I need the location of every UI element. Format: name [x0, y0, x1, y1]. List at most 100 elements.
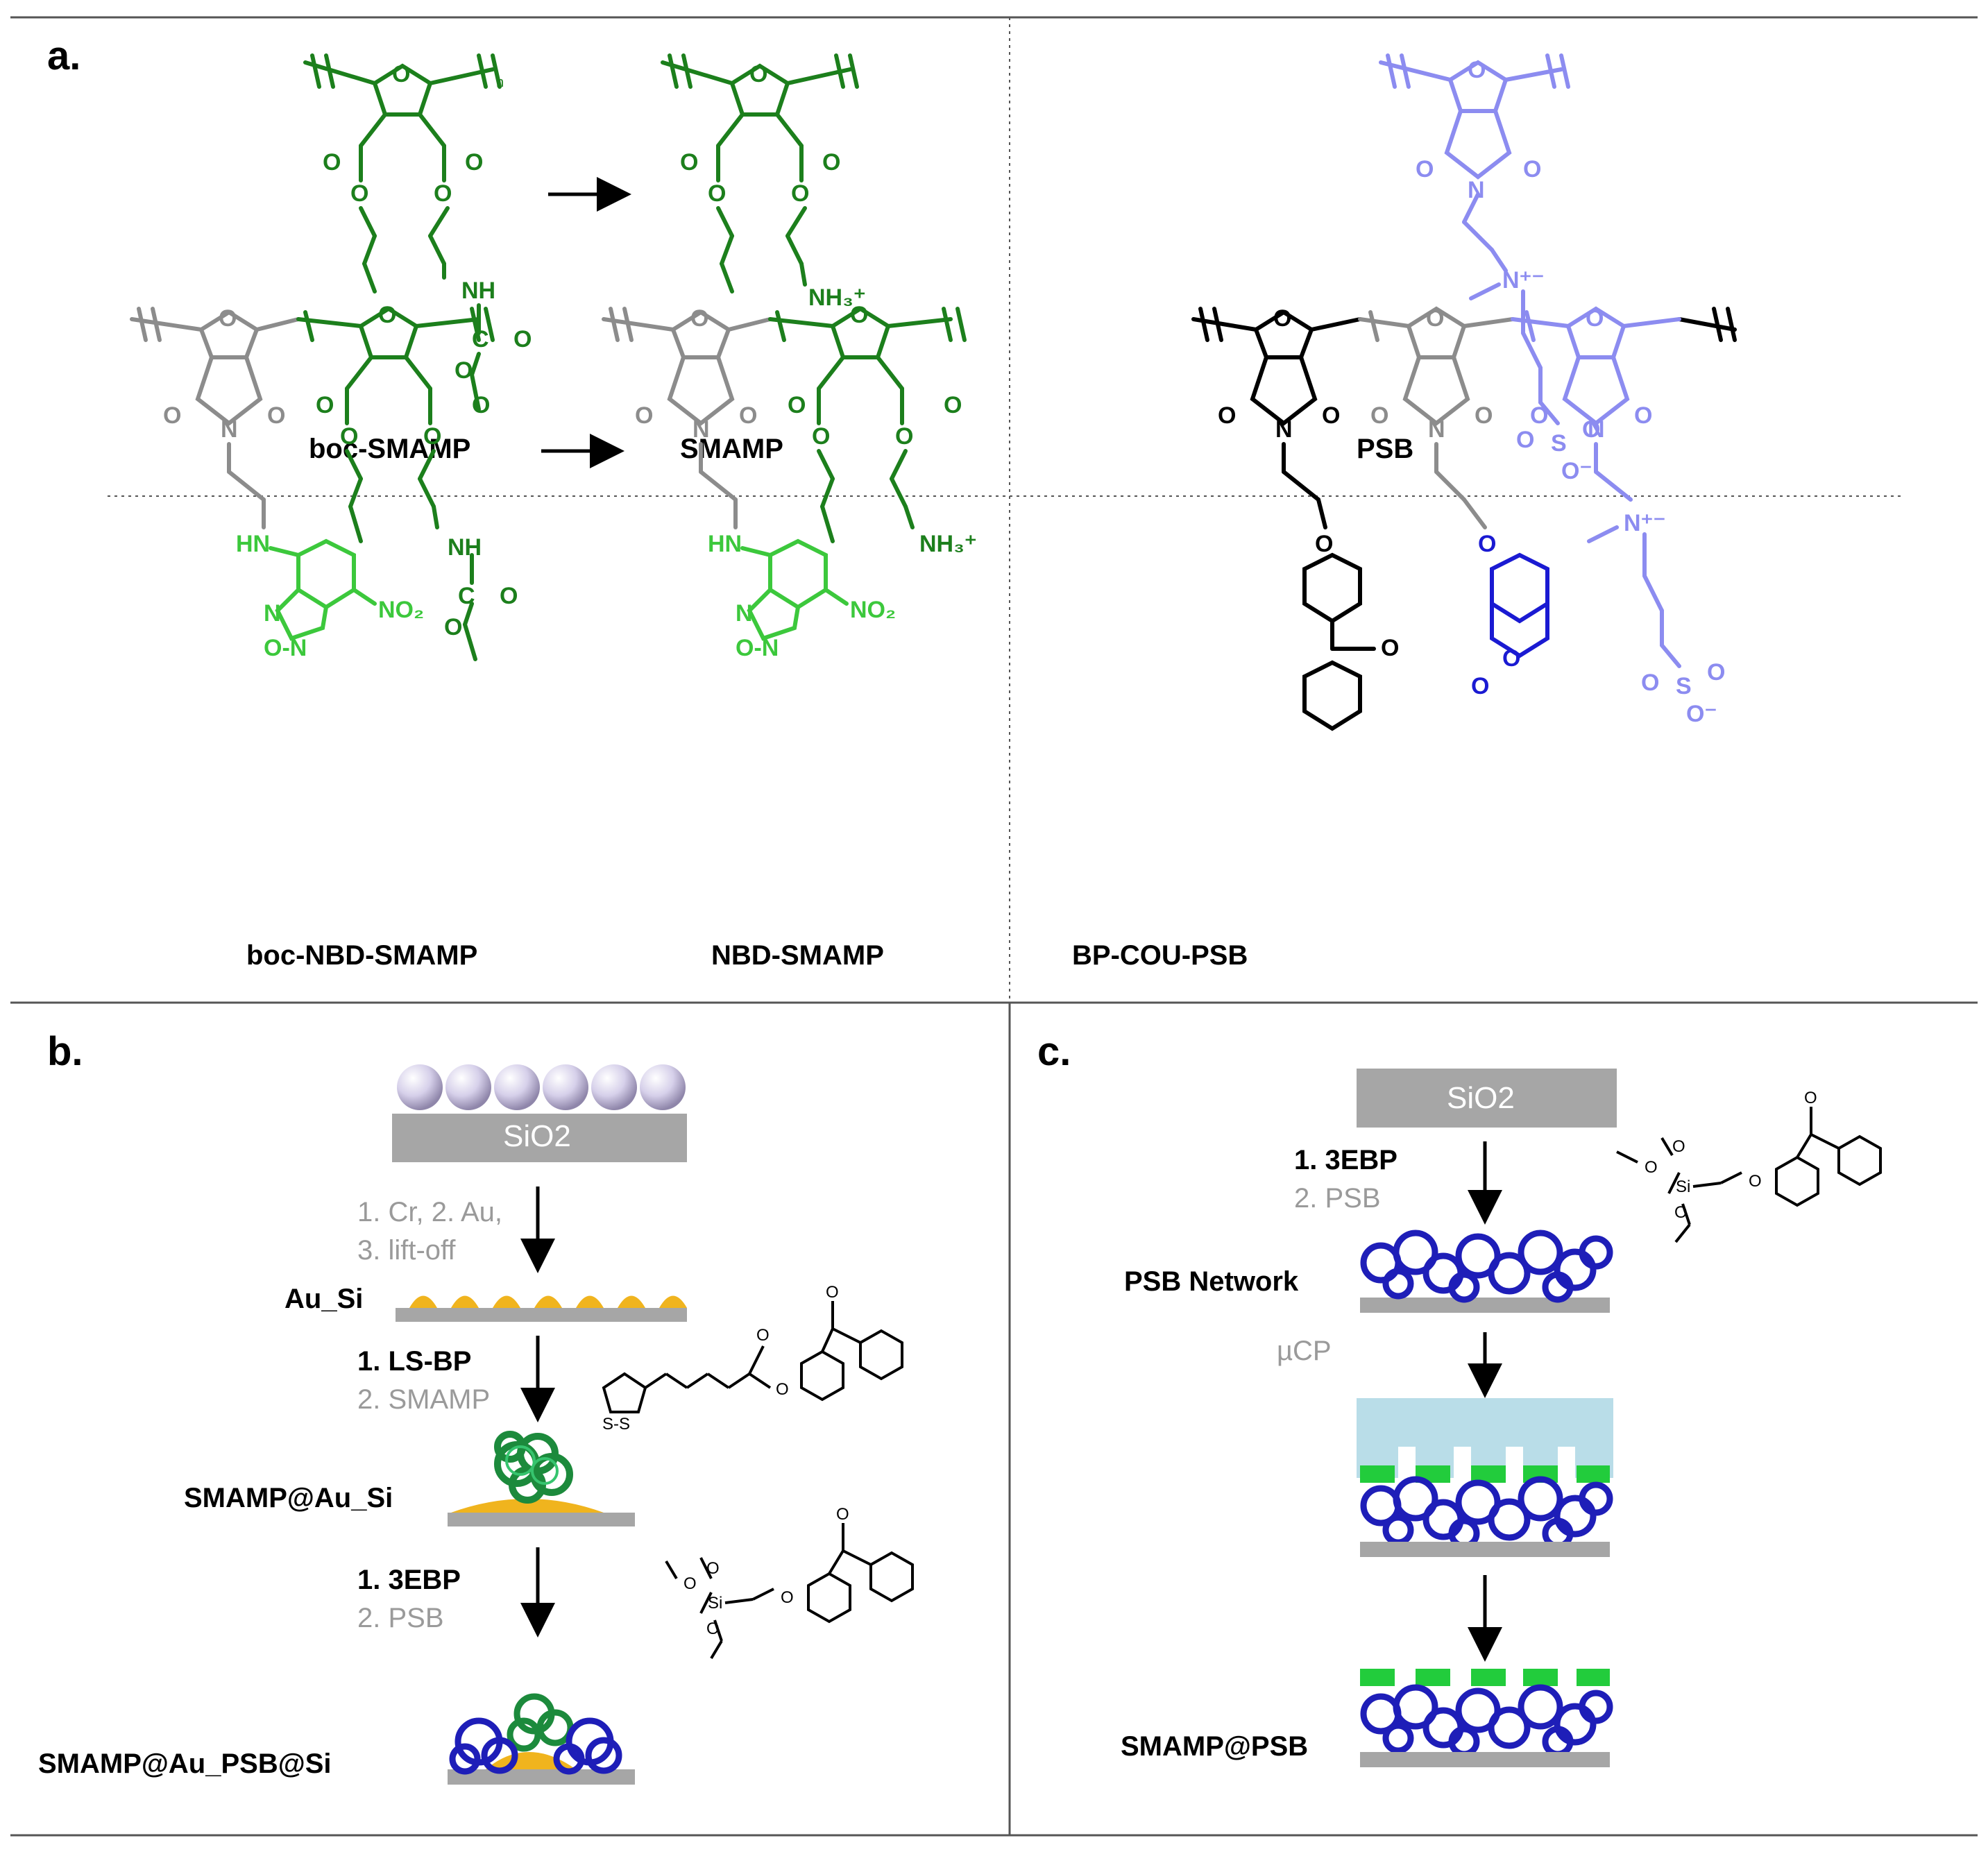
svg-text:O⁻: O⁻	[1561, 458, 1592, 484]
psb-label: PSB	[1357, 434, 1413, 464]
svg-text:O-N: O-N	[736, 635, 779, 661]
svg-text:O: O	[340, 423, 358, 450]
step-b-1-line1: 1. Cr, 2. Au,	[357, 1197, 502, 1227]
n-subscript: n	[496, 75, 504, 90]
svg-text:NH: NH	[448, 534, 482, 561]
svg-text:O: O	[267, 402, 285, 429]
svg-text:N: N	[736, 600, 753, 627]
svg-text:O: O	[1416, 156, 1434, 182]
svg-text:O: O	[163, 402, 181, 429]
svg-text:O: O	[635, 402, 653, 429]
svg-text:O: O	[708, 180, 726, 207]
svg-text:Si: Si	[1676, 1177, 1690, 1196]
svg-text:O: O	[822, 149, 840, 176]
psb-structure	[1379, 53, 1570, 425]
svg-text:O: O	[944, 392, 962, 418]
boc-smamp-label: boc-SMAMP	[309, 434, 470, 464]
sio2-label-b: SiO2	[503, 1119, 571, 1153]
boc-nbd-smamp-structure	[130, 306, 495, 661]
svg-text:O: O	[706, 1559, 720, 1578]
svg-text:O: O	[756, 1326, 770, 1345]
svg-text:O: O	[316, 392, 334, 418]
svg-text:O: O	[1218, 402, 1236, 429]
svg-text:O: O	[1634, 402, 1652, 429]
svg-text:C: C	[458, 583, 475, 609]
step-b-3-line1: 1. 3EBP	[357, 1565, 461, 1595]
svg-text:O: O	[1468, 57, 1486, 83]
svg-text:O: O	[1516, 427, 1534, 453]
panel-c-letter: c.	[1037, 1029, 1071, 1074]
3ebp-structure-b	[665, 1523, 914, 1660]
sio2-label-c: SiO2	[1447, 1081, 1515, 1115]
panel-b-letter: b.	[47, 1029, 83, 1074]
bp-cou-psb-label: BP-COU-PSB	[1072, 940, 1248, 971]
svg-text:HN: HN	[236, 531, 270, 557]
smamp-au-si-label: SMAMP@Au_Si	[184, 1483, 393, 1513]
svg-text:O: O	[434, 180, 452, 207]
svg-text:N: N	[1588, 416, 1605, 443]
svg-text:O: O	[683, 1574, 697, 1593]
svg-text:O: O	[1586, 305, 1604, 332]
svg-text:HN: HN	[708, 531, 742, 557]
svg-text:NH₃⁺: NH₃⁺	[808, 284, 866, 311]
svg-text:O: O	[1804, 1089, 1817, 1107]
svg-text:NH₃⁺: NH₃⁺	[919, 531, 977, 557]
svg-text:O: O	[378, 302, 396, 328]
smamp-label: SMAMP	[680, 434, 783, 464]
svg-text:O: O	[1426, 305, 1444, 332]
svg-text:O: O	[1672, 1137, 1685, 1156]
svg-text:O: O	[1749, 1172, 1762, 1191]
au-si-label: Au_Si	[284, 1284, 363, 1314]
svg-text:O: O	[749, 61, 767, 87]
svg-text:O: O	[1707, 659, 1725, 686]
smamp-psb-illustration	[1360, 1669, 1613, 1767]
psb-network-label: PSB Network	[1124, 1266, 1299, 1297]
svg-text:O: O	[350, 180, 368, 207]
smamp-au-psb-si-label: SMAMP@Au_PSB@Si	[38, 1749, 332, 1779]
svg-text:O: O	[423, 423, 441, 450]
svg-text:N: N	[1468, 177, 1485, 203]
svg-text:NO₂: NO₂	[850, 597, 896, 623]
svg-text:N: N	[1275, 416, 1293, 443]
svg-text:S: S	[1551, 430, 1567, 457]
sio2-substrate-b	[392, 1114, 687, 1162]
svg-text:O: O	[1530, 402, 1548, 429]
svg-text:O: O	[781, 1588, 794, 1607]
svg-text:O: O	[1370, 402, 1388, 429]
svg-text:O: O	[836, 1505, 849, 1524]
svg-text:O: O	[219, 305, 237, 332]
ucp-label: µCP	[1277, 1336, 1332, 1366]
smamp-psb-label: SMAMP@PSB	[1121, 1731, 1308, 1762]
silica-nanospheres	[397, 1064, 686, 1110]
smamp-au-si-illustration	[448, 1431, 635, 1526]
step-b-1-line2: 3. lift-off	[357, 1235, 456, 1266]
sio2-substrate-c	[1357, 1069, 1617, 1128]
svg-text:N: N	[221, 416, 238, 443]
svg-text:O: O	[444, 614, 462, 640]
microcontact-printing-illustration	[1357, 1398, 1613, 1557]
svg-text:N⁺⁻: N⁺⁻	[1624, 510, 1665, 536]
svg-text:O⁻: O⁻	[1686, 701, 1717, 727]
svg-text:O: O	[1641, 670, 1659, 696]
svg-text:NH: NH	[461, 278, 495, 304]
svg-text:N: N	[1428, 416, 1445, 443]
svg-text:O: O	[513, 326, 532, 352]
svg-text:N: N	[693, 416, 710, 443]
svg-text:S-S: S-S	[602, 1415, 630, 1434]
psb-network-illustration	[1360, 1230, 1613, 1313]
svg-text:O: O	[1645, 1158, 1658, 1177]
ls-bp-structure	[602, 1301, 903, 1413]
svg-text:O: O	[323, 149, 341, 176]
nbd-smamp-structure	[602, 306, 967, 641]
step-b-2-line2: 2. SMAMP	[357, 1384, 490, 1415]
svg-text:O: O	[1322, 402, 1340, 429]
svg-text:O: O	[791, 180, 809, 207]
